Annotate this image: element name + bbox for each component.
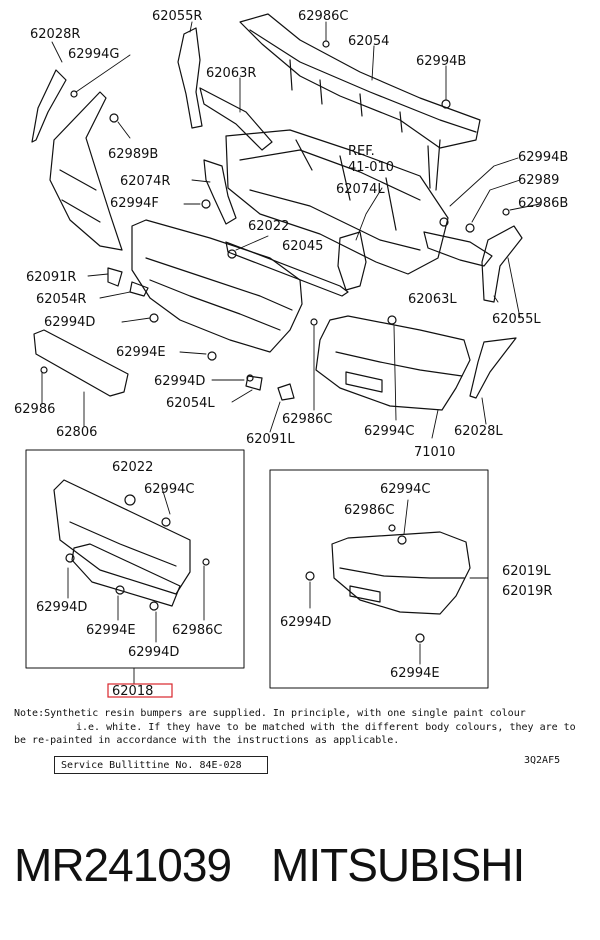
parts-diagram: 62028R 62994G 62055R 62986C 62054 62994B…	[14, 9, 568, 699]
footer: MR241039 MITSUBISHI	[14, 838, 594, 892]
note-line-2: i.e. white. If they have to be matched w…	[76, 721, 576, 733]
label-62806: 62806	[56, 425, 97, 440]
label-62091L: 62091L	[246, 432, 295, 447]
label-71010: 71010	[414, 445, 455, 460]
box2-label-62019R: 62019R	[502, 584, 552, 599]
label-62994B-right: 62994B	[518, 150, 568, 165]
box1-label-62994C: 62994C	[144, 482, 194, 497]
label-62986C-mid: 62986C	[282, 412, 332, 427]
box1-label-62994E: 62994E	[86, 623, 136, 638]
box1-label-62986C: 62986C	[172, 623, 222, 638]
label-62994D-mid: 62994D	[154, 374, 205, 389]
label-62994F: 62994F	[110, 196, 159, 211]
corner-62028R	[31, 69, 67, 143]
label-62989B: 62989B	[108, 147, 158, 162]
label-62986: 62986	[14, 402, 55, 417]
box1-label-62994D: 62994D	[36, 600, 87, 615]
label-62054R: 62054R	[36, 292, 86, 307]
label-62986C-top: 62986C	[298, 9, 348, 24]
bracket-62091R	[107, 267, 123, 287]
bracket-62055L	[481, 225, 523, 303]
box1-label-62018: 62018	[112, 684, 153, 699]
label-62074R: 62074R	[120, 174, 170, 189]
box2-label-62994D: 62994D	[280, 615, 331, 630]
part-labels: 62028R 62994G 62055R 62986C 62054 62994B…	[14, 9, 568, 699]
leader-lines	[41, 21, 541, 439]
box1-label-62994D-b: 62994D	[128, 645, 179, 660]
label-62091R: 62091R	[26, 270, 76, 285]
bracket-62055R	[177, 27, 203, 129]
bracket-62074L	[337, 231, 367, 291]
front-bumper	[131, 219, 303, 353]
corner-62028L	[469, 337, 517, 399]
chassis-frame	[225, 129, 449, 275]
label-62063L: 62063L	[408, 292, 457, 307]
bumper-side-left	[49, 91, 123, 251]
box-62018	[25, 449, 245, 685]
box-62019	[269, 469, 489, 689]
plate-62806	[33, 329, 129, 397]
part-number: MR241039	[14, 839, 232, 891]
bracket-62074R	[203, 159, 237, 225]
reinforcement-62054	[239, 13, 481, 191]
note-line-3: be re-painted in accordance with the ins…	[14, 735, 400, 746]
label-62074L: 62074L	[336, 182, 385, 197]
label-62994E-mid: 62994E	[116, 345, 166, 360]
strip-62045	[225, 241, 349, 297]
note-text: Note:Synthetic resin bumpers are supplie…	[14, 707, 590, 748]
box2-label-62994C: 62994C	[380, 482, 430, 497]
label-62994C-mid: 62994C	[364, 424, 414, 439]
label-62054L: 62054L	[166, 396, 215, 411]
label-62028L: 62028L	[454, 424, 503, 439]
note-line-1: Note:Synthetic resin bumpers are supplie…	[14, 708, 526, 719]
box1-label-62022: 62022	[112, 460, 153, 475]
label-ref: REF.	[348, 144, 375, 159]
label-62028R: 62028R	[30, 27, 80, 42]
brand-name: MITSUBISHI	[271, 839, 525, 891]
label-62055R: 62055R	[152, 9, 202, 24]
label-62994D-left: 62994D	[44, 315, 95, 330]
box2-label-62019L: 62019L	[502, 564, 551, 579]
box2-label-62986C: 62986C	[344, 503, 394, 518]
fasteners	[40, 40, 510, 382]
bracket-62054R	[129, 281, 149, 297]
box2-label-62994E: 62994E	[390, 666, 440, 681]
bracket-62063L	[423, 231, 493, 267]
service-bulletin: Service Bullittine No. 84E-028	[54, 756, 268, 774]
bracket-62063R	[199, 87, 273, 151]
bracket-62054L	[245, 375, 263, 391]
label-ref-number: 41-010	[348, 160, 394, 175]
label-62994B-top: 62994B	[416, 54, 466, 69]
label-62986B: 62986B	[518, 196, 568, 211]
drawing-code: 3Q2AF5	[524, 755, 561, 766]
label-62063R: 62063R	[206, 66, 256, 81]
label-62045: 62045	[282, 239, 323, 254]
bracket-62091L	[277, 383, 295, 401]
label-62989: 62989	[518, 173, 559, 188]
label-62994G: 62994G	[68, 47, 119, 62]
bumper-side-right	[315, 315, 471, 411]
label-62055L: 62055L	[492, 312, 541, 327]
highlight-62018	[107, 683, 173, 698]
label-62022-top: 62022	[248, 219, 289, 234]
label-62054: 62054	[348, 34, 389, 49]
